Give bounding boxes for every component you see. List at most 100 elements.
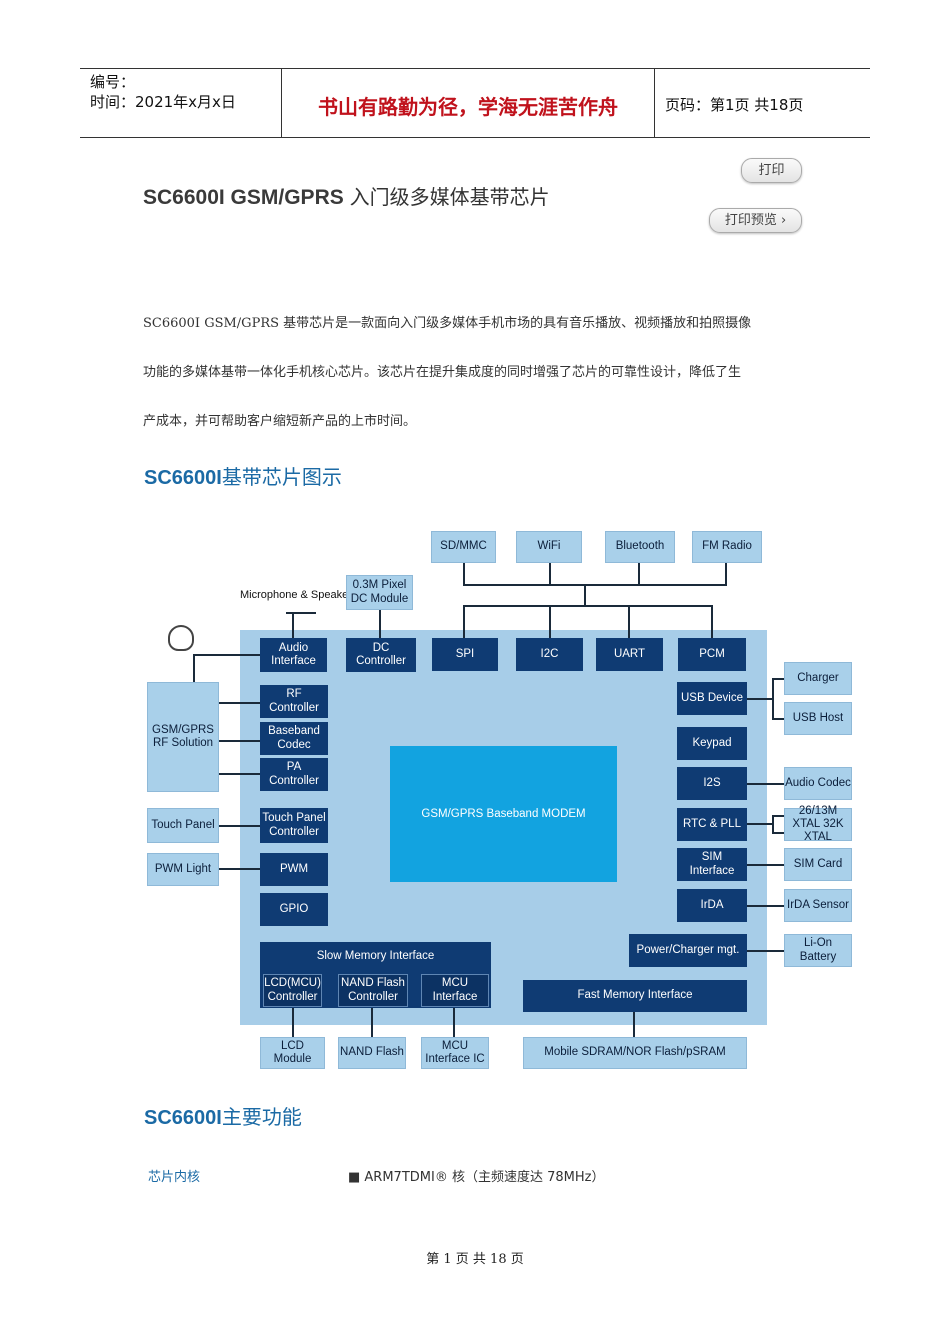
gpio-block: GPIO: [260, 893, 328, 926]
intro-line-2: 功能的多媒体基带一体化手机核心芯片。该芯片在提升集成度的同时增强了芯片的可靠性设…: [143, 365, 742, 380]
connector-line: [638, 563, 640, 585]
connector-line: [463, 584, 727, 586]
connector-line: [463, 605, 465, 638]
chip-background: [240, 630, 767, 1025]
i2c-block: I2C: [516, 638, 583, 671]
connector-line: [747, 864, 784, 866]
header-page-cell: 页码：第1页 共18页: [655, 69, 870, 137]
baseband-codec-block: Baseband Codec: [260, 722, 328, 755]
connector-line: [772, 718, 784, 720]
connector-line: [772, 678, 784, 680]
keypad-block: Keypad: [677, 727, 747, 760]
connector-line: [379, 609, 381, 639]
connector-line: [747, 823, 773, 825]
print-button[interactable]: 打印: [741, 158, 802, 183]
touch-panel-block: Touch Panel: [147, 808, 219, 843]
connector-line: [747, 783, 784, 785]
connector-line: [292, 612, 294, 639]
section-heading-features-en: SC6600I: [144, 1107, 222, 1129]
connector-line: [218, 773, 260, 775]
connector-line: [371, 1007, 373, 1037]
header-page-info: 页码：第1页 共18页: [665, 96, 804, 114]
connector-line: [747, 905, 784, 907]
connector-line: [584, 584, 586, 606]
sdmmc-block: SD/MMC: [431, 531, 496, 563]
intro-line-1: SC6600I GSM/GPRS 基带芯片是一款面向入门级多媒体手机市场的具有音…: [143, 316, 752, 331]
power-mgt-block: Power/Charger mgt.: [629, 934, 747, 967]
connector-line: [292, 1007, 294, 1037]
nand-flash-block: NAND Flash: [338, 1037, 406, 1069]
feature-value: ■ ARM7TDMI® 核（主频速度达 78MHz）: [348, 1170, 605, 1185]
connector-line: [463, 563, 465, 585]
fast-memory-block: Fast Memory Interface: [523, 980, 747, 1012]
pwm-block: PWM: [260, 853, 328, 886]
modem-block: GSM/GPRS Baseband MODEM: [390, 746, 617, 882]
pa-controller-block: PA Controller: [260, 758, 328, 791]
irda-sensor-block: IrDA Sensor: [784, 889, 852, 922]
page-title: SC6600I GSM/GPRS 入门级多媒体基带芯片: [143, 181, 550, 210]
charger-block: Charger: [784, 662, 852, 695]
connector-line: [633, 1012, 635, 1037]
lcd-controller-block: LCD(MCU) Controller: [263, 974, 322, 1007]
uart-block: UART: [596, 638, 663, 671]
pwm-light-block: PWM Light: [147, 853, 219, 886]
dc-controller-block: DC Controller: [346, 638, 416, 672]
page-title-cn: 入门级多媒体基带芯片: [349, 185, 550, 209]
connector-line: [218, 702, 260, 704]
connector-line: [711, 605, 713, 638]
header-left-cell: 编号： 时间：2021年x月x日: [80, 69, 282, 137]
mic-speaker-label: Microphone & Speaker: [240, 589, 352, 601]
connector-line: [549, 605, 551, 638]
nand-controller-block: NAND Flash Controller: [338, 974, 408, 1007]
connector-line: [747, 698, 773, 700]
lcd-module-block: LCD Module: [260, 1037, 325, 1069]
headset-icon: [168, 625, 194, 651]
connector-line: [286, 612, 316, 614]
connector-line: [772, 815, 774, 833]
connector-line: [193, 654, 195, 682]
audio-codec-block: Audio Codec: [784, 767, 852, 800]
dc-module-block: 0.3M Pixel DC Module: [346, 575, 413, 610]
document-number-label: 编号：: [90, 73, 136, 91]
section-heading-features: SC6600I主要功能: [144, 1101, 302, 1130]
connector-line: [218, 868, 260, 870]
slow-memory-block: Slow Memory Interface: [260, 942, 491, 1008]
spi-block: SPI: [432, 638, 498, 671]
intro-line-3: 产成本，并可帮助客户缩短新产品的上市时间。: [143, 414, 417, 429]
page-footer: 第 1 页 共 18 页: [426, 1252, 524, 1267]
battery-block: Li-On Battery: [784, 934, 852, 967]
irda-block: IrDA: [677, 889, 747, 922]
rf-solution-block: GSM/GPRS RF Solution: [147, 682, 219, 792]
connector-line: [772, 815, 784, 817]
connector-line: [549, 563, 551, 585]
mcu-interface-block: MCU Interface: [421, 974, 489, 1007]
connector-line: [725, 563, 727, 585]
document-time-label: 时间：2021年x月x日: [90, 93, 236, 111]
fm-radio-block: FM Radio: [692, 531, 762, 563]
mobile-sdram-block: Mobile SDRAM/NOR Flash/pSRAM: [523, 1037, 747, 1069]
rf-controller-block: RF Controller: [260, 685, 328, 718]
pcm-block: PCM: [678, 638, 746, 671]
touch-panel-controller-block: Touch Panel Controller: [260, 808, 328, 843]
feature-label: 芯片内核: [148, 1170, 201, 1185]
connector-line: [193, 654, 260, 656]
connector-line: [218, 825, 260, 827]
connector-line: [747, 950, 784, 952]
section-heading-features-cn: 主要功能: [221, 1105, 302, 1129]
connector-line: [772, 678, 774, 718]
connector-line: [453, 1007, 455, 1037]
bluetooth-block: Bluetooth: [605, 531, 675, 563]
sim-card-block: SIM Card: [784, 848, 852, 881]
usb-device-block: USB Device: [677, 682, 747, 715]
sim-interface-block: SIM Interface: [677, 848, 747, 881]
connector-line: [218, 740, 260, 742]
rtc-pll-block: RTC & PLL: [677, 808, 747, 841]
page-title-en: SC6600I GSM/GPRS: [143, 186, 344, 209]
i2s-block: I2S: [677, 767, 747, 800]
print-preview-button[interactable]: 打印预览 ›: [709, 208, 802, 233]
connector-line: [463, 605, 713, 607]
page-header: 编号： 时间：2021年x月x日 书山有路勤为径，学海无涯苦作舟 页码：第1页 …: [80, 68, 870, 138]
section-heading-diagram-cn: 基带芯片图示: [221, 465, 342, 489]
usb-host-block: USB Host: [784, 702, 852, 735]
xtal-block: 26/13M XTAL 32K XTAL: [784, 805, 852, 843]
